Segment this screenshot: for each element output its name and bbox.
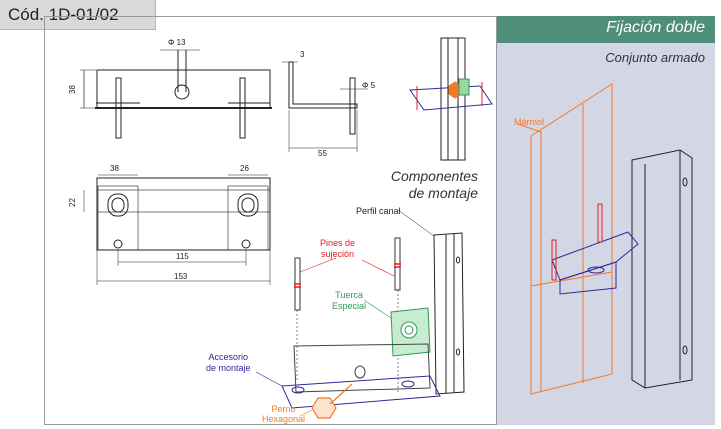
label-tuerca: Tuerca Especial — [332, 290, 366, 312]
label-tuerca-line1: Tuerca — [335, 290, 363, 300]
dim-115: 115 — [176, 252, 189, 261]
special-nut — [390, 307, 431, 357]
plan-view — [83, 174, 271, 285]
title-banner — [497, 16, 715, 43]
label-perfil-canal: Perfil canal — [356, 206, 401, 216]
small-assembly — [409, 37, 493, 161]
dim-value: 5 — [370, 81, 376, 90]
dim-thickness-3: 3 — [300, 50, 305, 59]
phi-symbol: Φ — [362, 81, 369, 90]
pins — [294, 237, 401, 393]
assembled-panel: Fijación doble Conjunto armado — [496, 16, 715, 425]
channel-profile — [433, 232, 465, 395]
dim-153: 153 — [174, 272, 188, 281]
dim-depth-55: 55 — [318, 149, 327, 158]
mounting-accessory — [281, 343, 441, 409]
side-view — [282, 61, 368, 152]
document-code: Cód. 1D-01/02 — [0, 0, 156, 30]
label-pines-line2: sujeción — [321, 249, 355, 259]
dim-width-38: 38 — [110, 164, 119, 173]
label-accesorio-line1: Accesorio — [208, 352, 249, 362]
dim-diameter-5: Φ 5 — [362, 81, 375, 90]
hex-bolt — [311, 383, 353, 419]
label-accesorio-line2: de montaje — [206, 363, 251, 373]
heading-line1: Componentes — [390, 168, 478, 184]
label-marmol: Mármol — [514, 117, 545, 127]
assembled-view — [517, 83, 693, 395]
label-perno-line2: Hexagonal — [262, 414, 306, 424]
dim-value: 13 — [176, 38, 186, 47]
label-pines-line1: Pines de — [320, 238, 356, 248]
label-perno-line1: Perno — [271, 404, 296, 414]
label-tuerca-line2: Especial — [332, 301, 367, 311]
label-perno: Perno Hexagonal — [262, 404, 305, 424]
dim-height-22: 22 — [67, 198, 77, 207]
label-pines: Pines de sujeción — [320, 238, 355, 260]
heading-line2: de montaje — [408, 185, 478, 201]
components-heading: Componentes de montaje — [374, 168, 478, 202]
phi-symbol: Φ — [168, 38, 175, 47]
label-accesorio: Accesorio de montaje — [206, 352, 251, 374]
panel-subtitle: Conjunto armado — [605, 50, 705, 65]
front-view — [80, 49, 272, 139]
panel-title: Fijación doble — [606, 19, 705, 36]
dim-height-38: 38 — [67, 85, 77, 94]
dim-width-26: 26 — [240, 164, 249, 173]
dim-diameter-13: Φ 13 — [168, 38, 186, 47]
